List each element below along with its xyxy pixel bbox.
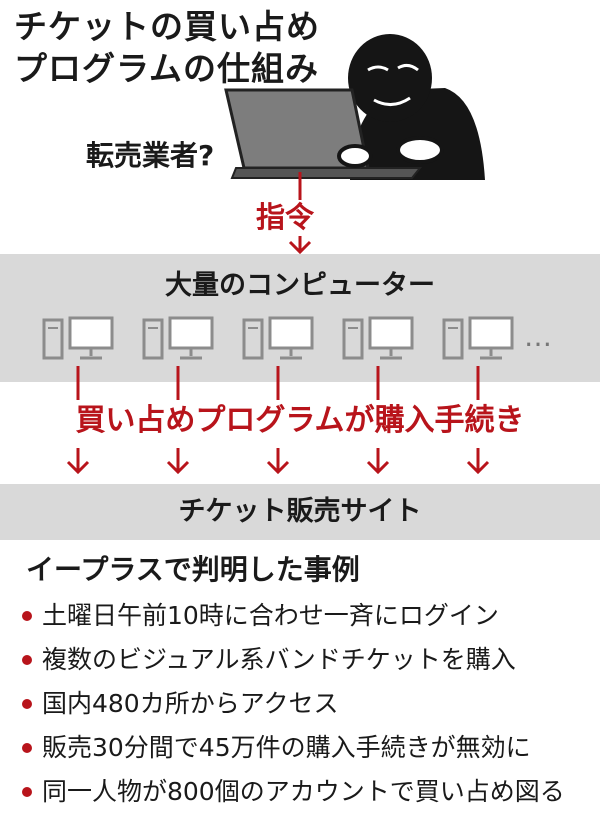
purchase-arrow-icon [66,366,90,475]
case-item: 同一人物が800個のアカウントで買い占め図る [22,770,565,814]
bullet-icon [22,699,32,709]
purchase-arrow-icon [466,366,490,475]
case-item: 複数のビジュアル系バンドチケットを購入 [22,638,565,682]
program-label: 買い占めプログラムが購入手続き [75,403,525,438]
bullet-icon [22,655,32,665]
ticket-site-label: チケット販売サイト [178,496,422,527]
computer-icon [42,316,122,366]
cases-list: 土曜日午前10時に合わせ一斉にログイン 複数のビジュアル系バンドチケットを購入 … [22,594,565,814]
command-label: 指令 [256,200,315,234]
ticket-site-band [0,484,600,540]
case-item: 販売30分間で45万件の購入手続きが無効に [22,726,565,770]
title-line-2: プログラムの仕組み [14,49,320,88]
purchase-arrow-icon [266,366,290,475]
case-item: 国内480カ所からアクセス [22,682,565,726]
cases-heading: イープラスで判明した事例 [26,553,360,586]
case-text: 販売30分間で45万件の購入手続きが無効に [42,733,531,762]
computer-icon [242,316,322,366]
bullet-icon [22,743,32,753]
computers-label: 大量のコンピューター [165,270,435,301]
case-text: 土曜日午前10時に合わせ一斉にログイン [42,601,499,630]
more-computers-ellipsis: … [524,320,553,353]
bullet-icon [22,611,32,621]
purchase-arrow-icon [166,366,190,475]
command-arrow-icon [288,172,312,255]
hacker-laptop-icon [224,34,485,180]
case-text: 国内480カ所からアクセス [42,689,339,718]
bullet-icon [22,787,32,797]
case-text: 同一人物が800個のアカウントで買い占め図る [42,777,565,806]
case-text: 複数のビジュアル系バンドチケットを購入 [42,645,516,674]
diagram-title: チケットの買い占め プログラムの仕組み [14,6,320,90]
purchase-arrow-icon [366,366,390,475]
title-line-1: チケットの買い占め [14,7,320,46]
computer-icon [342,316,422,366]
computer-icon [442,316,522,366]
case-item: 土曜日午前10時に合わせ一斉にログイン [22,594,565,638]
seller-label: 転売業者? [86,139,215,172]
computer-icon [142,316,222,366]
